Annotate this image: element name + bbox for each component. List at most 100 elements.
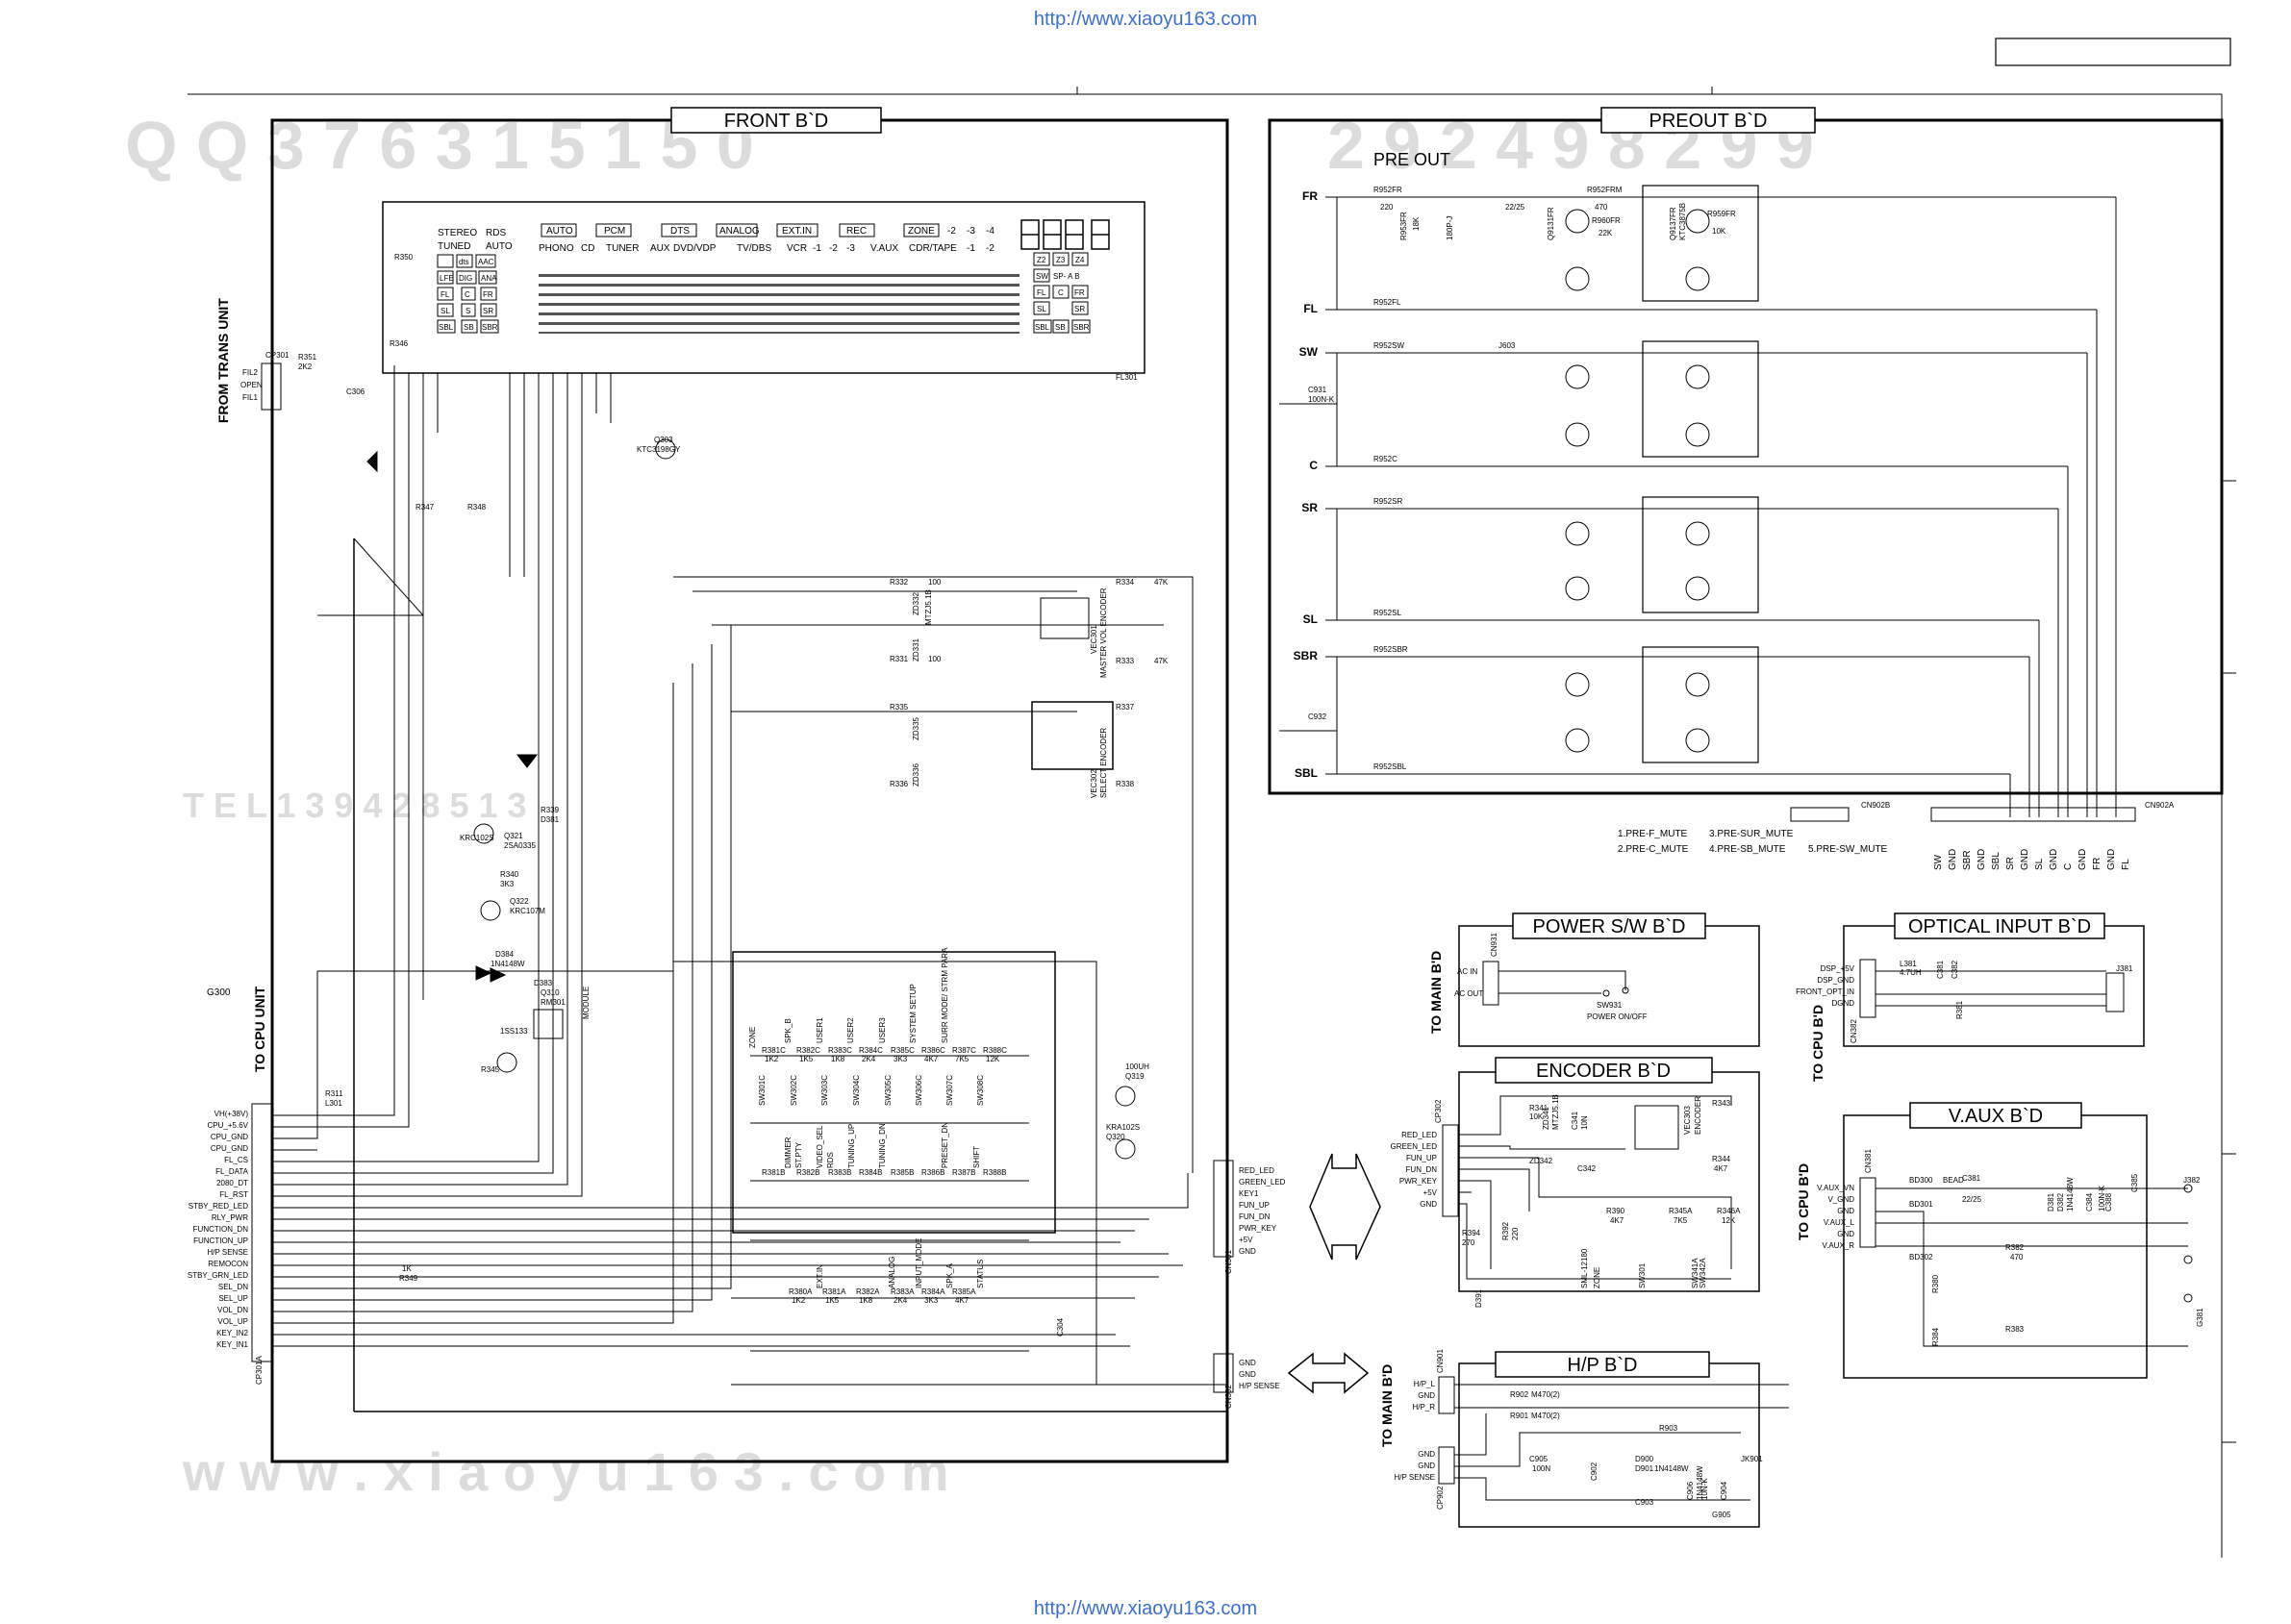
svg-text:VOL_UP: VOL_UP [217,1317,248,1326]
svg-text:1SS133: 1SS133 [500,1027,528,1036]
c304-label: C304 [1056,1317,1065,1337]
svg-text:R343: R343 [1712,1099,1731,1108]
svg-text:EXT.IN: EXT.IN [816,1264,824,1288]
svg-text:BD302: BD302 [1909,1253,1933,1262]
svg-text:C: C [1309,459,1318,472]
svg-text:CN902A: CN902A [2145,801,2175,810]
svg-text:R384: R384 [1931,1327,1940,1346]
svg-text:DIG: DIG [459,274,472,283]
svg-text:FL: FL [441,290,450,299]
svg-text:PWR_KEY: PWR_KEY [1239,1224,1277,1233]
svg-text:Z2: Z2 [1037,256,1046,264]
svg-text:-3: -3 [846,243,855,254]
svg-text:SR: SR [2005,857,2016,870]
svg-text:RDS: RDS [486,228,506,238]
svg-text:C903: C903 [1635,1498,1654,1507]
svg-text:-1: -1 [813,243,821,254]
svg-text:+5V: +5V [1423,1188,1438,1197]
svg-text:R382C: R382C [796,1046,820,1055]
svg-text:TO CPU B'D: TO CPU B'D [1810,1005,1825,1082]
svg-text:ENCODER B`D: ENCODER B`D [1536,1061,1671,1082]
preout-wires [1279,196,2117,817]
preout-board: PREOUT B`D PRE OUT FR FL SW C SR SL SBR … [1268,107,2224,870]
svg-text:-1: -1 [967,243,975,254]
svg-text:H/P SENSE: H/P SENSE [1394,1473,1435,1482]
svg-text:SBR: SBR [1294,649,1319,662]
svg-text:R346A: R346A [1717,1207,1741,1215]
svg-text:dts: dts [459,258,469,266]
svg-text:FR: FR [1302,189,1318,203]
svg-text:SW305C: SW305C [884,1075,893,1106]
svg-text:R381C: R381C [762,1046,786,1055]
svg-text:GND: GND [2077,849,2088,870]
svg-text:R337: R337 [1116,703,1135,712]
svg-text:ZONE: ZONE [748,1027,757,1048]
svg-text:47K: 47K [1154,657,1169,665]
svg-text:V.AUX B`D: V.AUX B`D [1949,1106,2043,1127]
svg-text:R340: R340 [500,870,519,879]
svg-text:R384C: R384C [859,1046,883,1055]
svg-text:H/P_L: H/P_L [1414,1380,1436,1388]
svg-text:RED_LED: RED_LED [1239,1166,1274,1175]
svg-text:R336: R336 [890,780,909,788]
svg-text:R331: R331 [890,655,909,663]
svg-text:TV/DBS: TV/DBS [737,243,771,254]
svg-text:R952FR: R952FR [1373,186,1402,194]
vfd-dot-matrix [539,274,1020,334]
svg-text:M470(2): M470(2) [1531,1390,1560,1399]
vfd-mode-boxes: AUTO PCM DTS ANALOG EXT.IN REC ZONE -2 -… [541,223,994,237]
svg-text:EXT.IN: EXT.IN [782,226,812,237]
svg-text:V.AUX_L: V.AUX_L [1824,1218,1855,1227]
svg-text:FL: FL [1037,288,1046,297]
svg-text:4K7: 4K7 [1610,1216,1624,1225]
svg-text:4K7: 4K7 [955,1296,969,1305]
svg-text:Q320: Q320 [1106,1133,1125,1141]
svg-text:KRA102S: KRA102S [1106,1123,1140,1132]
svg-text:CN381: CN381 [1864,1149,1873,1173]
svg-text:1K8: 1K8 [859,1296,873,1305]
svg-text:C381: C381 [1936,960,1945,979]
from-trans-label: FROM TRANS UNIT [215,298,231,423]
svg-text:ZONE: ZONE [908,226,935,237]
svg-text:STBY_GRN_LED: STBY_GRN_LED [188,1271,248,1280]
svg-text:100: 100 [928,655,942,663]
watermark-line3: w w w . x i a o y u 1 6 3 . c o m [182,1441,949,1502]
svg-text:MTZJ5.1B: MTZJ5.1B [1551,1094,1560,1130]
preout-bottom-pins: SW GND SBR GND SBL SR GND SL GND C GND F… [1933,849,2131,870]
svg-text:R335: R335 [890,703,909,712]
svg-text:R384B: R384B [859,1168,882,1177]
svg-text:R345A: R345A [1669,1207,1693,1215]
svg-text:INPUT_MODE: INPUT_MODE [915,1238,923,1288]
svg-text:D384: D384 [495,950,515,959]
svg-text:100N-K: 100N-K [2098,1185,2106,1212]
svg-text:KEY_IN2: KEY_IN2 [216,1329,248,1337]
svg-text:H/P SENSE: H/P SENSE [1239,1382,1280,1390]
svg-text:R347: R347 [415,503,435,512]
svg-text:J603: J603 [1498,341,1516,350]
svg-text:SW301C: SW301C [758,1075,767,1106]
svg-text:GND: GND [1420,1200,1437,1209]
svg-text:Z3: Z3 [1056,256,1066,264]
svg-text:SBR: SBR [1073,323,1090,332]
svg-text:FL: FL [2121,859,2131,870]
svg-text:GND: GND [1239,1370,1256,1379]
svg-text:R334: R334 [1116,578,1135,587]
svg-text:AAC: AAC [478,258,494,266]
svg-text:R381: R381 [1955,1000,1964,1019]
svg-text:+5V: +5V [1239,1236,1253,1244]
svg-text:GND: GND [2106,849,2117,870]
svg-text:100: 100 [928,578,942,587]
svg-text:FL_DATA: FL_DATA [215,1167,249,1176]
svg-text:SPK_A: SPK_A [945,1263,954,1288]
svg-text:AUX: AUX [650,243,670,254]
svg-text:R382B: R382B [796,1168,819,1177]
svg-text:ZD336: ZD336 [912,762,920,787]
svg-text:TO MAIN B'D: TO MAIN B'D [1379,1364,1395,1447]
g300-label: G300 [207,987,231,998]
svg-text:R952SW: R952SW [1373,341,1404,350]
svg-text:2.PRE-C_MUTE: 2.PRE-C_MUTE [1618,844,1689,855]
svg-text:FR: FR [1074,288,1085,297]
svg-text:R385C: R385C [891,1046,915,1055]
svg-text:SBL: SBL [1295,766,1318,780]
svg-text:22/25: 22/25 [1962,1195,1982,1204]
